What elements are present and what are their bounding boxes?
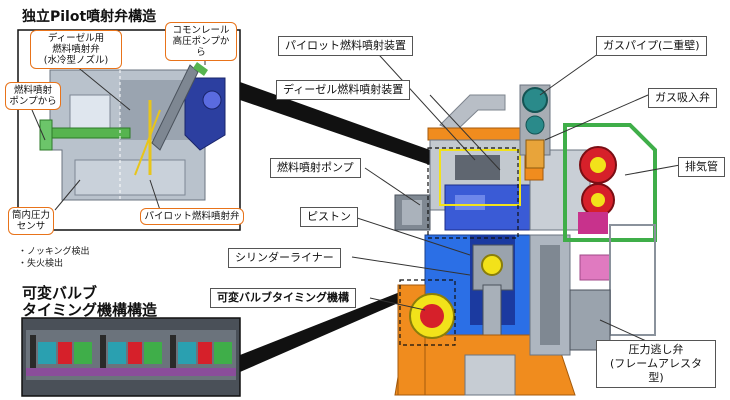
misfire-detection-note: ・失火検出 <box>18 259 64 269</box>
piston-callout: ピストン <box>300 207 358 227</box>
pilot-injector-label: パイロット燃料噴射弁 <box>140 208 244 225</box>
diesel-injector-label: ディーゼル用 燃料噴射弁 (水冷型ノズル) <box>30 30 122 69</box>
diesel-injection-device-callout: ディーゼル燃料噴射装置 <box>276 80 411 100</box>
vvt-inset <box>21 317 241 397</box>
exhaust-pipe-callout: 排気管 <box>678 157 725 177</box>
pilot-inset <box>17 29 241 231</box>
pilot-injection-device-callout: パイロット燃料噴射装置 <box>278 36 413 56</box>
gas-pipe-callout: ガスパイプ(二重壁) <box>596 36 707 56</box>
vvt-structure-title-line2: タイミング機構構造 <box>22 301 158 319</box>
vvt-structure-title-line1: 可変バルブ <box>22 284 98 302</box>
pilot-structure-title: 独立Pilot噴射弁構造 <box>22 9 157 25</box>
knocking-detection-note: ・ノッキング検出 <box>18 247 90 257</box>
vvt-mechanism-callout: 可変バルブタイミング機構 <box>210 288 356 308</box>
pressure-relief-valve-callout: 圧力逃し弁 (フレームアレスタ型) <box>596 340 716 388</box>
cylinder-liner-callout: シリンダーライナー <box>228 248 341 268</box>
leader-lines <box>31 43 681 346</box>
cylinder-pressure-sensor-label: 筒内圧力 センサ <box>8 207 54 235</box>
engine-cutaway <box>394 84 657 396</box>
common-rail-label: コモンレール 高圧ポンプから <box>165 22 237 61</box>
fuel-injection-pump-callout: 燃料噴射ポンプ <box>270 158 361 178</box>
fuel-pump-label: 燃料噴射 ポンプから <box>5 82 61 110</box>
gas-intake-valve-callout: ガス吸入弁 <box>648 88 717 108</box>
